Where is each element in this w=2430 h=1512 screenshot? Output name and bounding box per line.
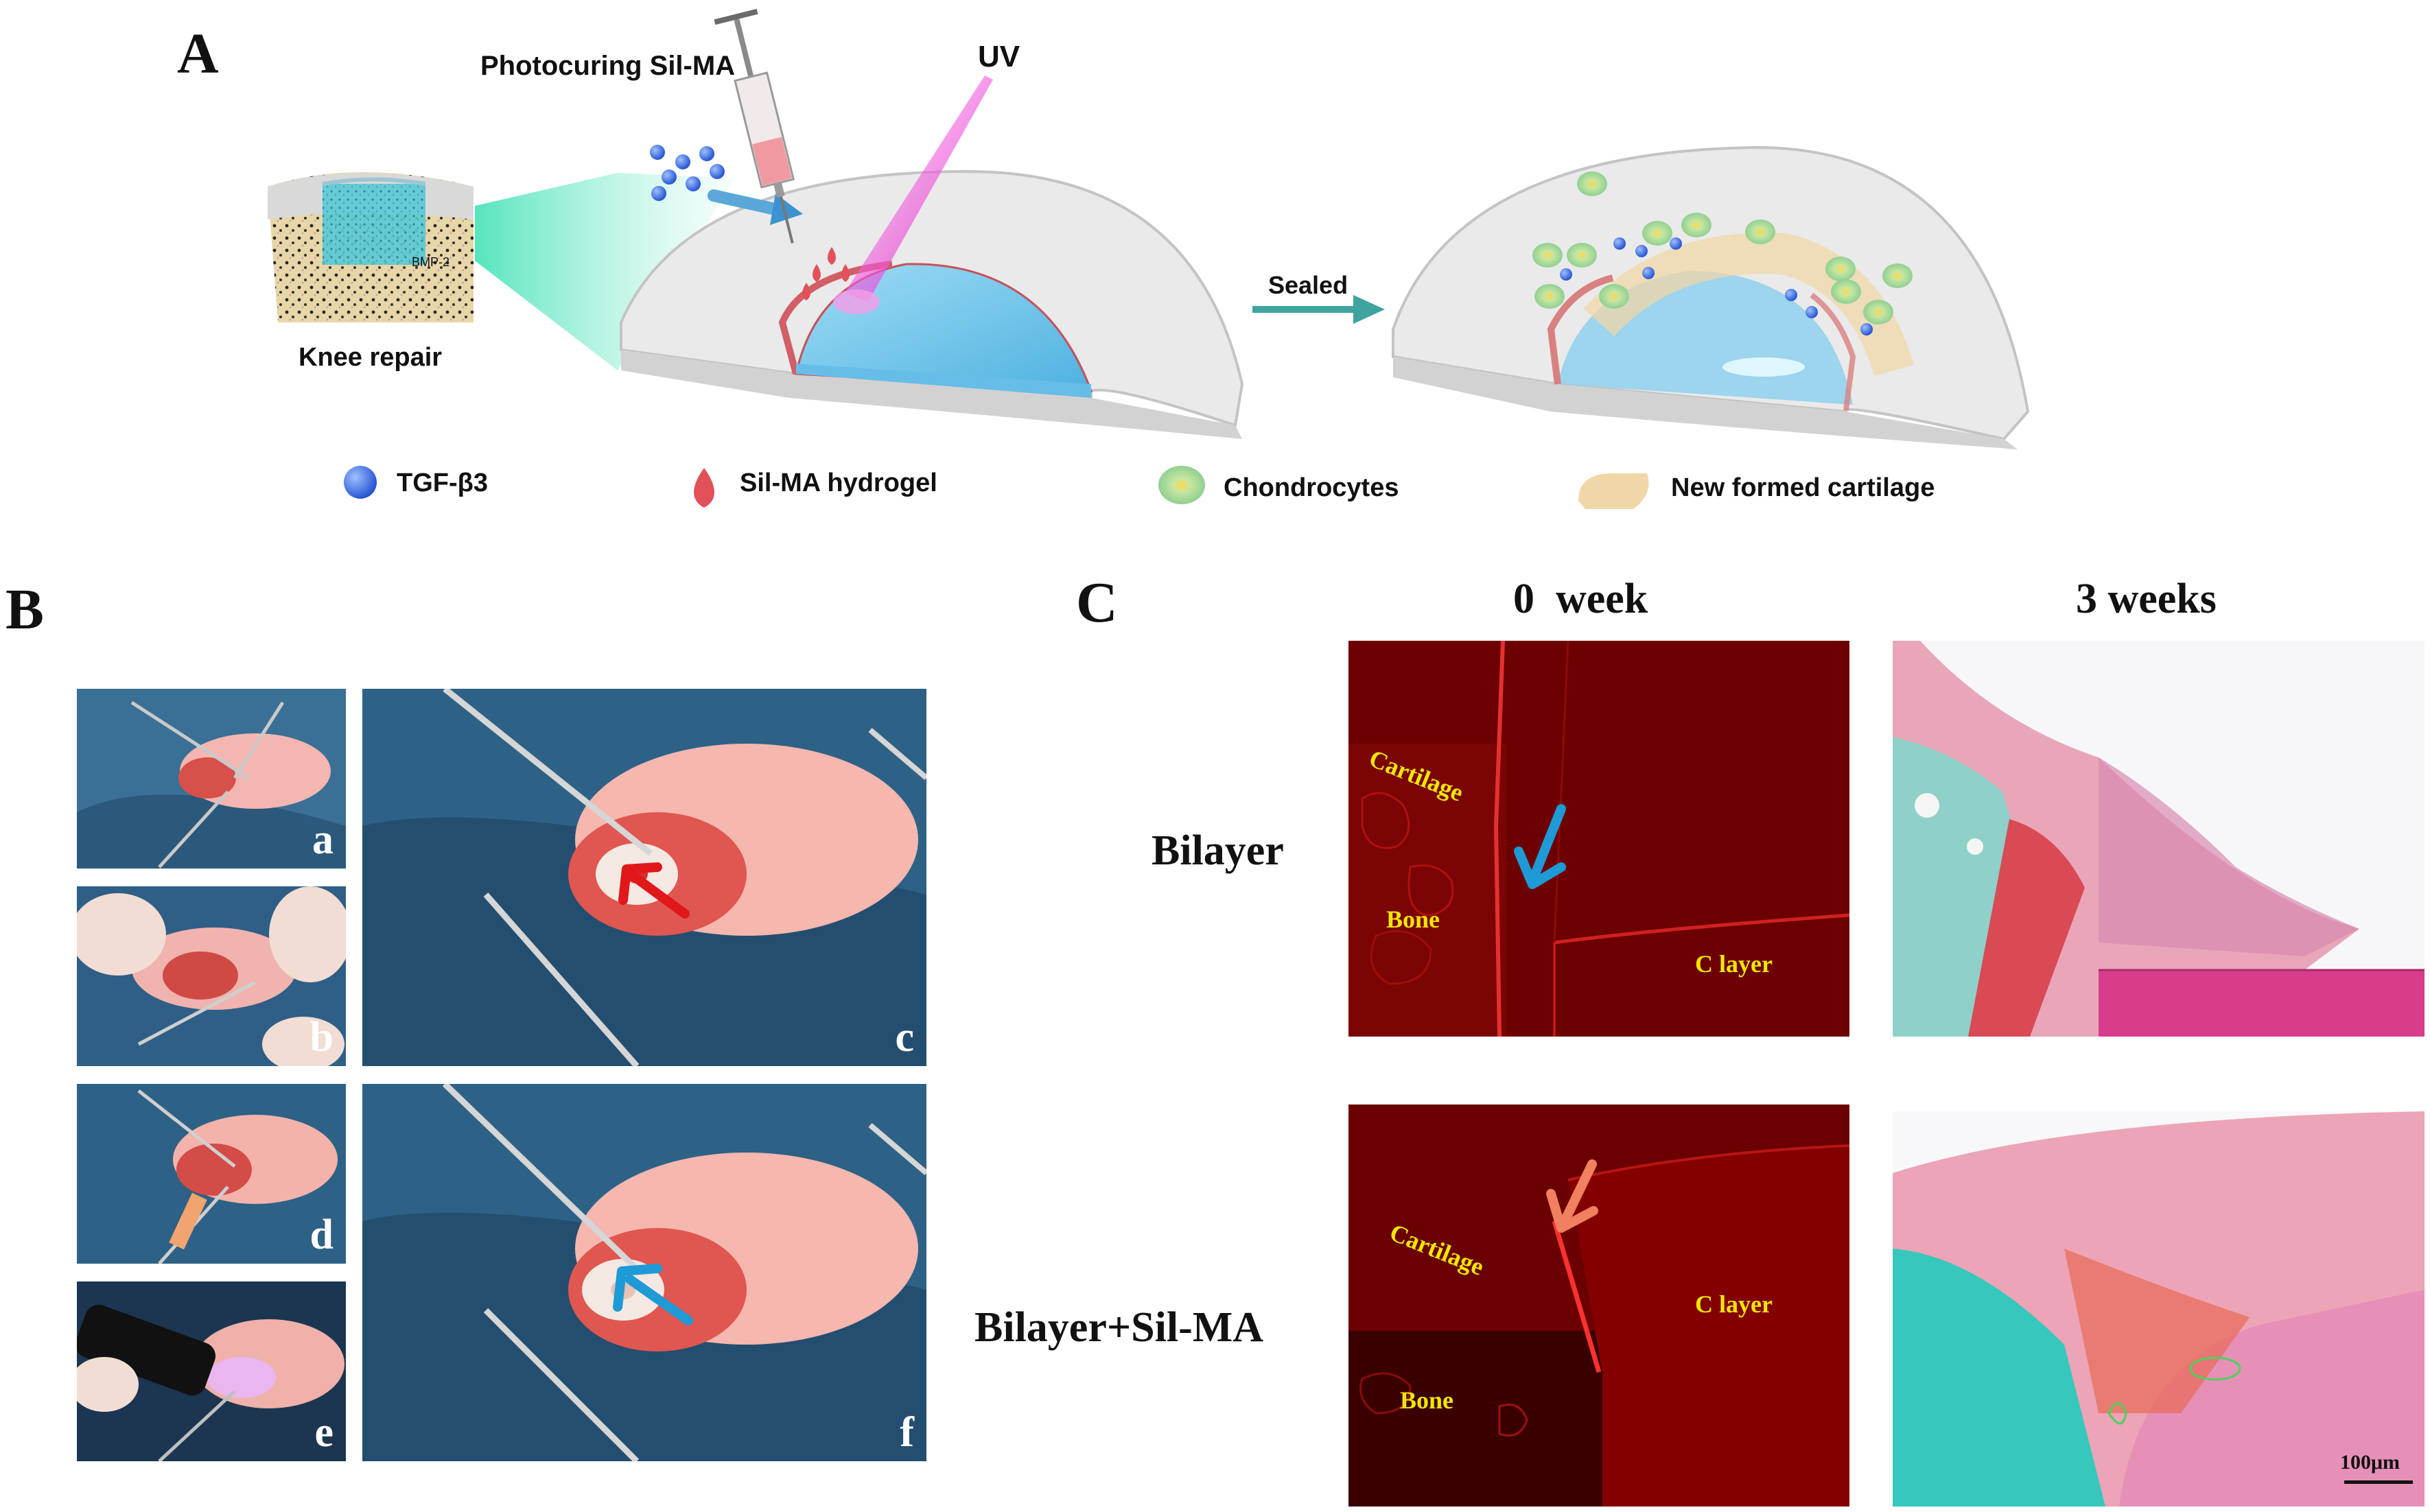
- zoom-cone: [475, 173, 734, 370]
- row-label-bilayer-silma: Bilayer+Sil-MA: [974, 1304, 1264, 1351]
- surgery-photo-d: d: [77, 1084, 346, 1264]
- fluo-top-clayer-label: C layer: [1695, 950, 1773, 978]
- sealed-label: Sealed: [1268, 271, 1348, 299]
- photo-tag-b: b: [309, 1014, 334, 1061]
- fluo-bottom-bone-label: Bone: [1400, 1386, 1454, 1414]
- legend-tgf-label: TGF-β3: [397, 469, 488, 497]
- surgery-photo-a: a: [77, 689, 346, 869]
- uv-label: UV: [978, 40, 1020, 73]
- column-header-3-weeks: 3 weeks: [2076, 576, 2217, 622]
- scale-bar-label: 100μm: [2340, 1451, 2400, 1474]
- panel-c-letter: C: [1076, 571, 1118, 635]
- bead-arrow: [708, 189, 782, 215]
- bmp-label: BMP-2: [412, 255, 450, 269]
- hydrogel-drop-icon: [694, 468, 714, 508]
- red-arrow-icon: [618, 862, 690, 919]
- photo-tag-d: d: [309, 1212, 334, 1258]
- photo-tag-f: f: [900, 1409, 914, 1456]
- panel-b-letter: B: [5, 578, 45, 641]
- panel-a-letter: A: [177, 22, 219, 86]
- sealed-arrow: [1252, 295, 1385, 324]
- row-label-bilayer: Bilayer: [1152, 827, 1284, 874]
- surgery-photo-c: c: [362, 689, 926, 1066]
- photo-tag-e: e: [314, 1409, 334, 1456]
- surgery-photo-b: b: [77, 886, 346, 1066]
- legend-hydrogel-label: Sil-MA hydrogel: [740, 469, 937, 497]
- fluo-blue-arrow-icon: [1514, 804, 1566, 889]
- photo-tag-a: a: [312, 816, 334, 863]
- syringe-label: Photocuring Sil-MA: [480, 51, 736, 81]
- legend-chondrocyte-label: Chondrocytes: [1224, 473, 1399, 502]
- histology-image-bilayer-silma: 100μm: [1893, 1111, 2425, 1507]
- chondrocyte-cluster: [1532, 172, 1913, 335]
- defect-dome-illustration: [620, 169, 1244, 439]
- sealed-dome-illustration: [1392, 145, 2030, 449]
- syringe-illustration: [714, 8, 795, 244]
- fluo-salmon-arrow-icon: [1546, 1159, 1598, 1233]
- knee-repair-label: Knee repair: [299, 343, 443, 372]
- fluorescence-image-bilayer: Cartilage Bone C layer: [1348, 641, 1849, 1037]
- surgery-photo-e: e: [77, 1281, 346, 1461]
- fluorescence-image-bilayer-silma: Cartilage Bone C layer: [1348, 1105, 1849, 1507]
- chondrocyte-icon: [1158, 466, 1205, 504]
- uv-beam: [844, 75, 993, 302]
- legend-cartilage-label: New formed cartilage: [1671, 473, 1935, 502]
- histology-image-bilayer: [1893, 641, 2425, 1037]
- scale-bar: [2344, 1480, 2413, 1484]
- surgery-photo-f: f: [362, 1084, 926, 1461]
- tgf-bead-icon: [344, 466, 377, 499]
- panel-a-schematic: [268, 8, 2030, 509]
- fluo-bottom-clayer-label: C layer: [1695, 1290, 1773, 1318]
- fluo-top-bone-label: Bone: [1386, 906, 1440, 933]
- column-header-0-week: 0 week: [1513, 576, 1648, 622]
- hydrogel-drops: [802, 247, 850, 300]
- cartilage-patch-icon: [1578, 473, 1649, 509]
- blue-arrow-icon: [613, 1264, 693, 1325]
- tgf-bead-cluster: [650, 145, 725, 201]
- knee-plug-illustration: [268, 172, 474, 322]
- photo-tag-c: c: [895, 1014, 914, 1061]
